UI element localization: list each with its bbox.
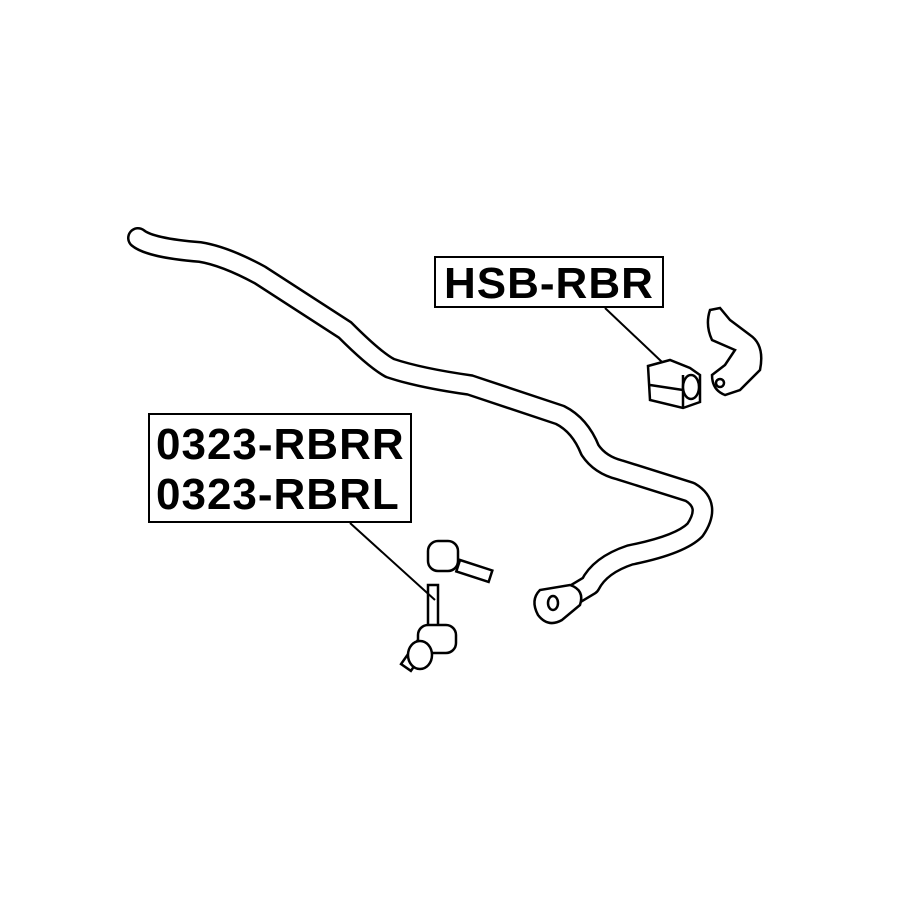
part-label-bushing: HSB-RBR: [434, 256, 664, 308]
stabilizer-bar: [127, 227, 714, 611]
leader-lines: [349, 307, 663, 601]
bushing: [646, 358, 702, 410]
bar-end-eye: [533, 583, 583, 625]
part-number-right: 0323-RBRR: [156, 420, 405, 469]
bushing-bracket: [706, 306, 763, 397]
stabilizer-link: [399, 539, 494, 673]
part-label-stabilizer-link: 0323-RBRR 0323-RBRL: [148, 413, 412, 523]
part-number-left: 0323-RBRL: [156, 470, 400, 519]
